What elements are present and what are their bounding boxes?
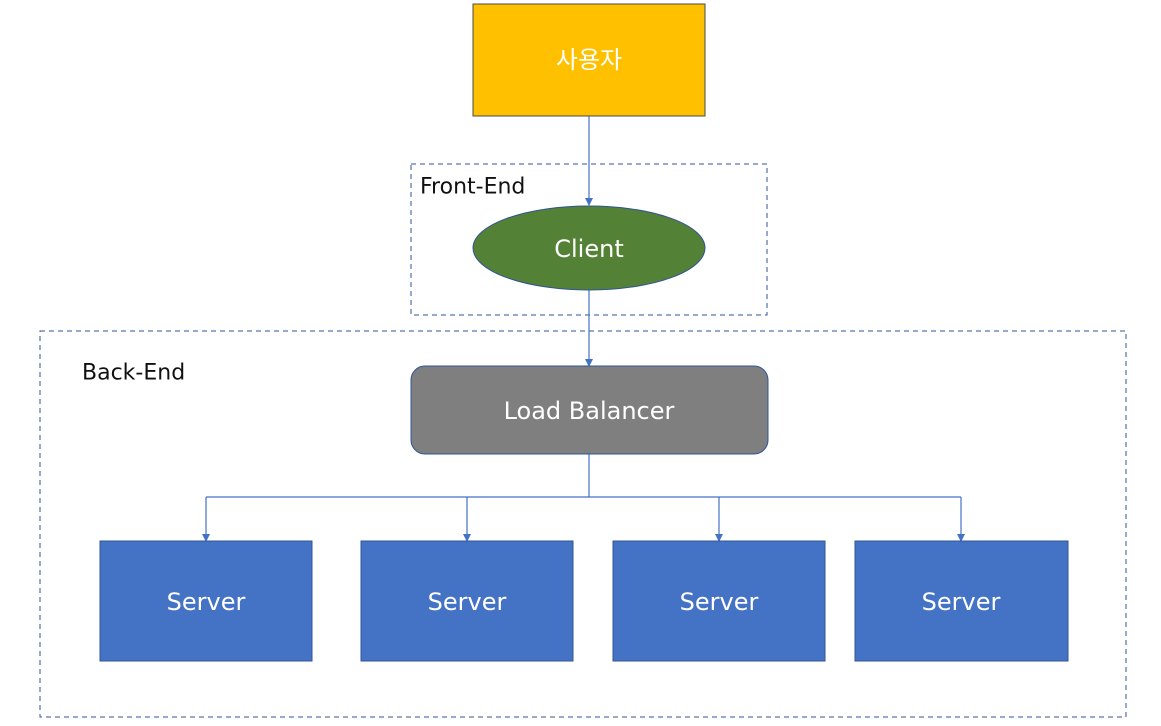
connectors: [202, 116, 965, 542]
load-balancer-label: Load Balancer: [504, 397, 675, 425]
server-box: [99, 540, 313, 662]
client-node: Client: [472, 205, 706, 291]
server-node: Server: [99, 540, 313, 662]
server-box: [360, 540, 574, 662]
back-end-group: Back-End: [39, 330, 1127, 718]
user-label: 사용자: [556, 46, 622, 74]
server-node: Server: [854, 540, 1069, 662]
server-label: Server: [167, 588, 246, 616]
server-node: Server: [360, 540, 574, 662]
back-end-border: [39, 330, 1127, 718]
server-label: Server: [922, 588, 1001, 616]
back-end-label: Back-End: [82, 361, 185, 386]
load-balancer-node: Load Balancer: [410, 365, 769, 455]
user-node: 사용자: [472, 3, 706, 117]
user-box: [472, 3, 706, 117]
server-label: Server: [428, 588, 507, 616]
load-balancer-box: [410, 365, 769, 455]
server-box: [612, 540, 826, 662]
client-label: Client: [554, 235, 623, 263]
front-end-label: Front-End: [420, 175, 525, 200]
server-box: [854, 540, 1069, 662]
server-label: Server: [680, 588, 759, 616]
server-node: Server: [612, 540, 826, 662]
client-ellipse: [472, 205, 706, 291]
